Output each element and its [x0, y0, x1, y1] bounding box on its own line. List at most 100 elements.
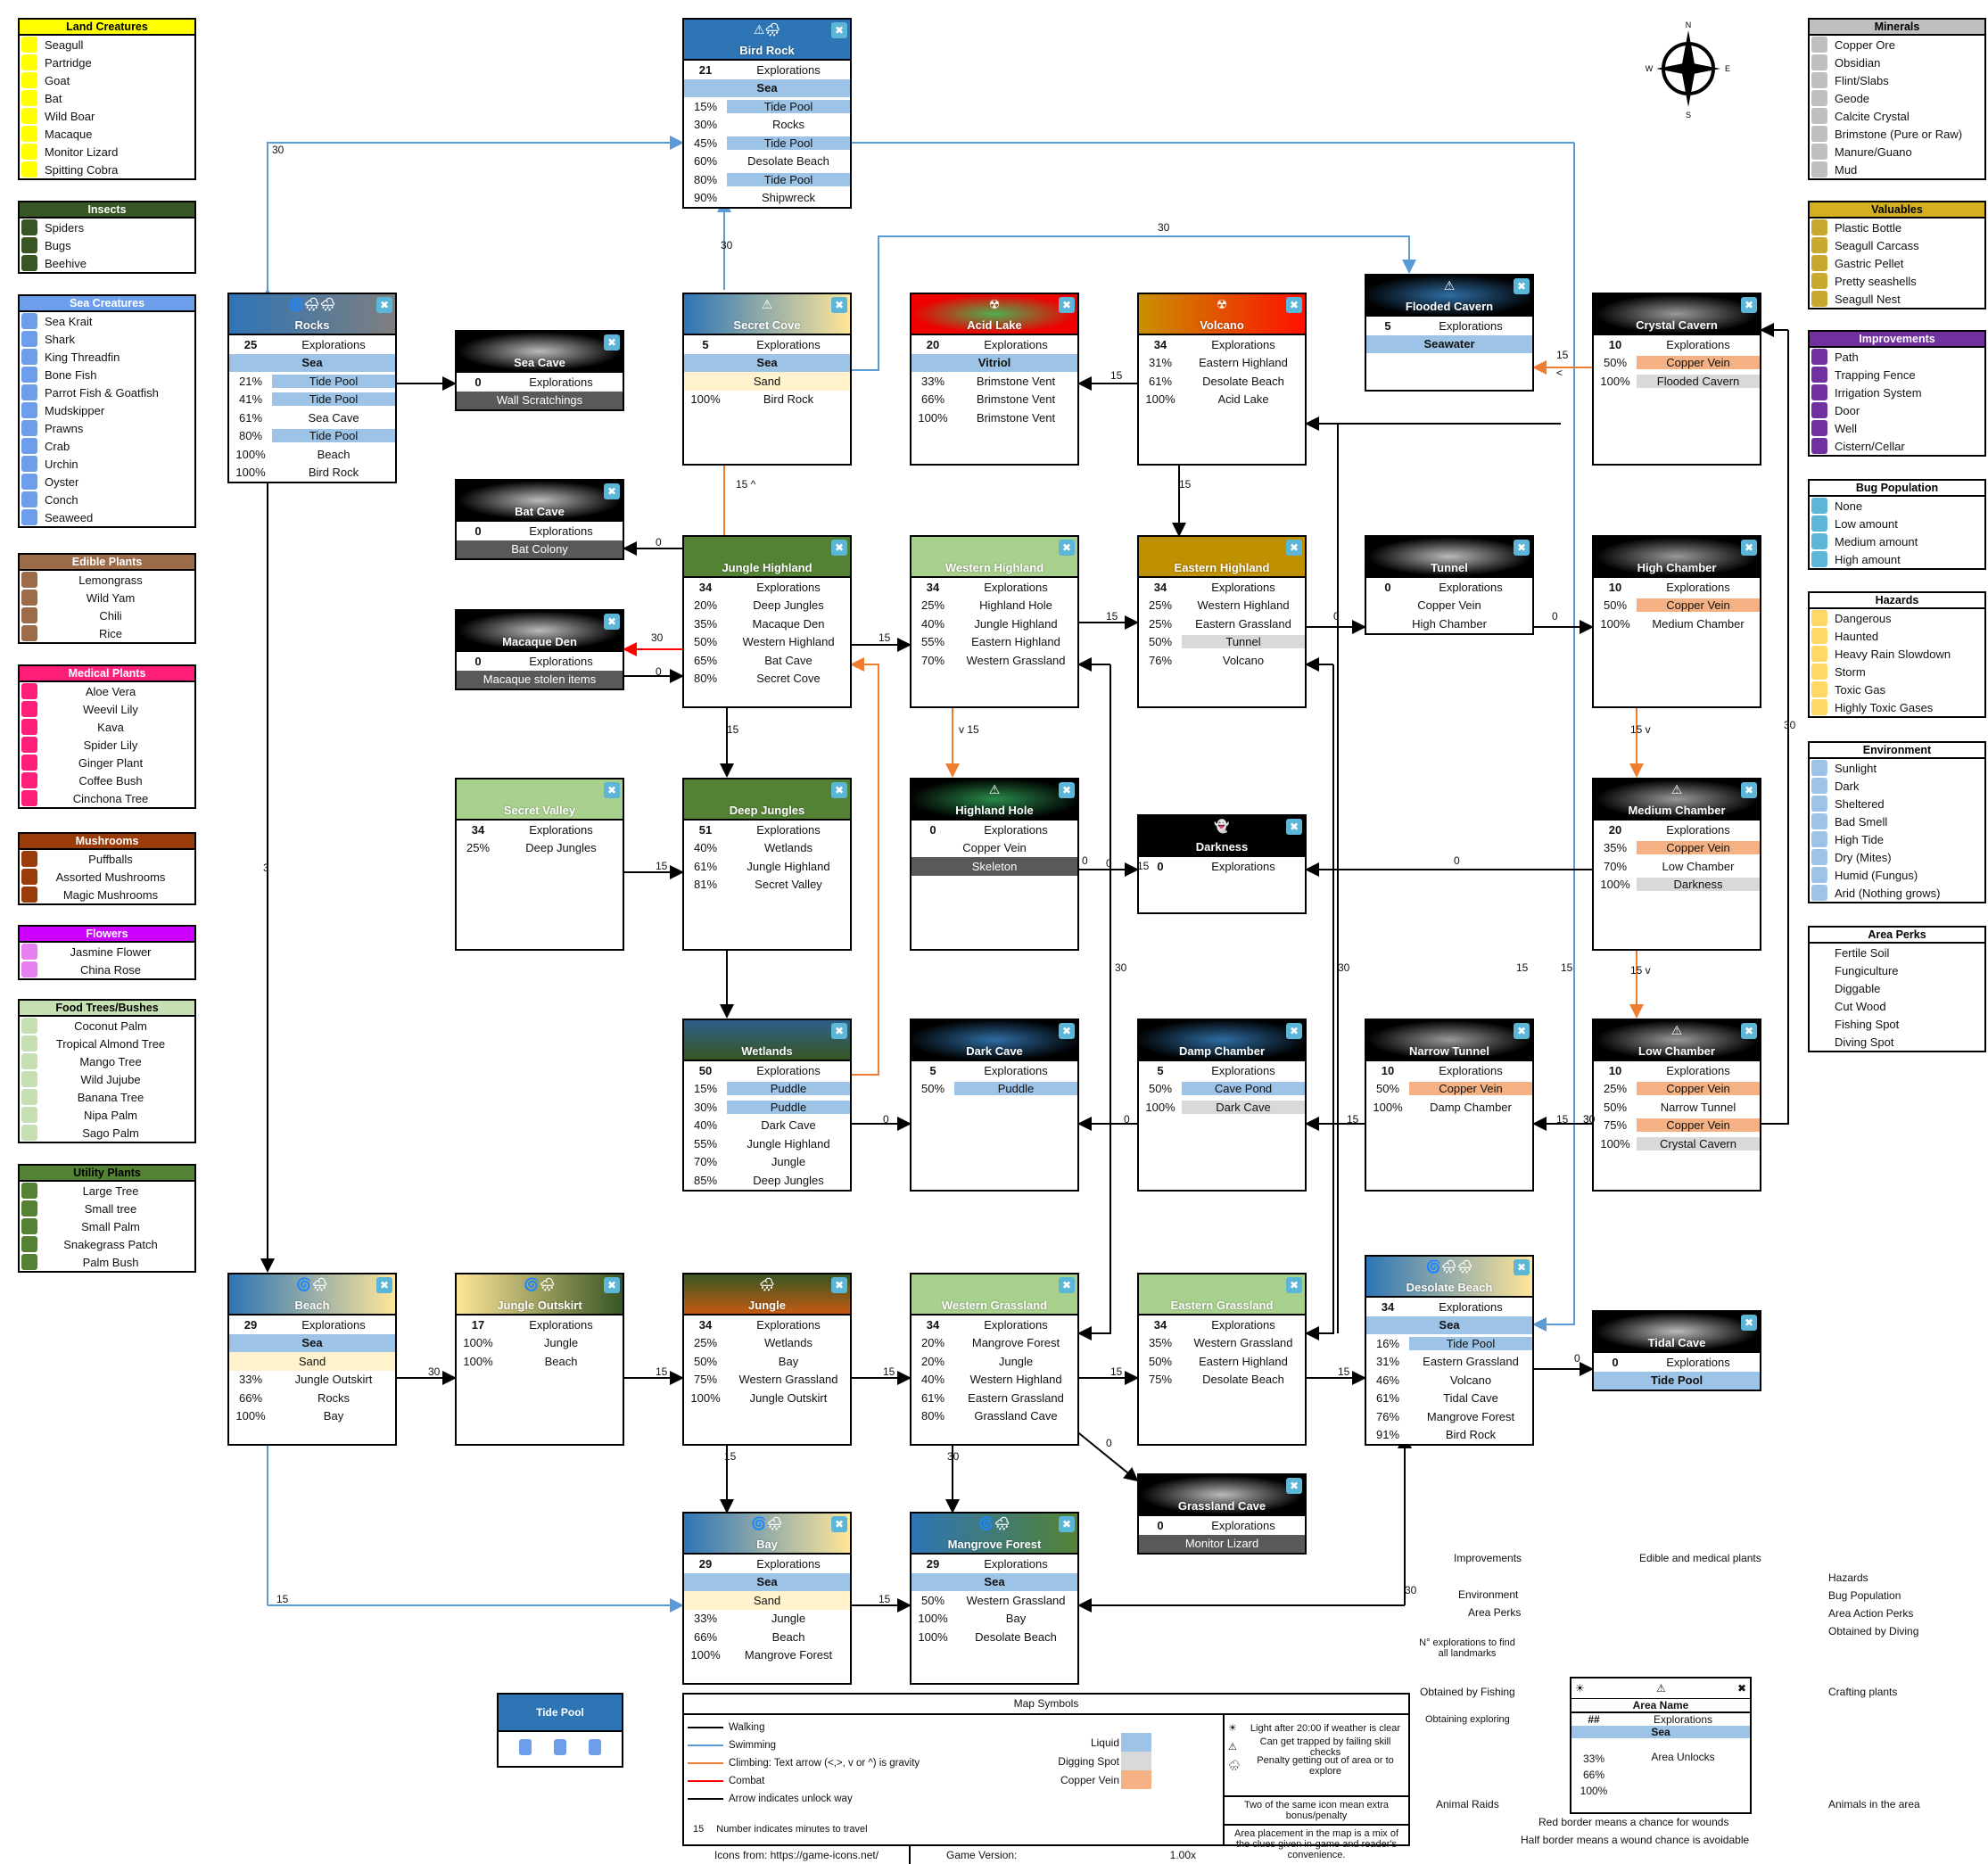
- bug-population-icon: ✖: [1286, 1478, 1302, 1494]
- area-name: Western Grassland: [941, 1299, 1048, 1312]
- small-tree-icon: [21, 1200, 37, 1217]
- bug-population-icon: ✖: [831, 1023, 847, 1039]
- unlock-target: Sea: [984, 1575, 1005, 1589]
- unlock-target: Deep Jungles: [753, 1173, 824, 1187]
- legend-item-label: China Rose: [80, 962, 141, 977]
- unlock-percent: 40%: [693, 841, 718, 855]
- bug-population-icon: ✖: [1514, 1023, 1530, 1039]
- unlock-percent: 100%: [1600, 374, 1630, 388]
- unlock-target: Copper Vein: [1637, 598, 1760, 613]
- explorations-label: Explorations: [1439, 318, 1503, 333]
- swatch-label: Digging Spot: [1058, 1754, 1119, 1768]
- sheltered-icon: [1811, 796, 1827, 812]
- legend-item-label: Chili: [99, 608, 122, 623]
- legend-item-label: Banana Tree: [77, 1090, 144, 1104]
- unlock-row: 70%Western Grassland: [912, 651, 1077, 670]
- area-name: Acid Lake: [967, 318, 1022, 332]
- explorations-label: Explorations: [756, 580, 821, 594]
- legend-item: Dry (Mites): [1810, 848, 1984, 866]
- bug-population-icon: ✖: [1059, 1516, 1075, 1532]
- area-name: Dark Cave: [966, 1044, 1023, 1058]
- unlock-target: Eastern Highland: [1199, 1354, 1288, 1368]
- legend-item: Small tree: [20, 1200, 194, 1217]
- explorations-count: 0: [1384, 580, 1391, 594]
- unlock-row: 30%Rocks: [684, 116, 850, 135]
- unlock-target: Sea: [301, 1336, 323, 1350]
- unlock-target: Secret Valley: [755, 878, 822, 892]
- legend-item-label: King Threadfin: [45, 350, 120, 364]
- unlock-row: 40%Wetlands: [684, 839, 850, 858]
- legend-item-label: Nipa Palm: [84, 1108, 137, 1122]
- legend-item-label: Haunted: [1835, 629, 1879, 643]
- legend-item: Bad Smell: [1810, 812, 1984, 830]
- unlock-percent: 55%: [920, 635, 945, 649]
- unlock-row: Bat Colony: [457, 540, 623, 558]
- travel-time-label: 30: [1338, 961, 1350, 974]
- fungiculture-icon: [1811, 962, 1827, 978]
- unlock-target: Wall Scratchings: [496, 393, 583, 408]
- travel-time-label: 3: [263, 862, 269, 874]
- unlock-target: Sea: [756, 1575, 778, 1589]
- legend-item: Jasmine Flower: [20, 943, 194, 961]
- explorations-label: Explorations: [1211, 337, 1275, 351]
- area-header: ⚠✖Flooded Cavern: [1366, 276, 1532, 315]
- legend-item: Coconut Palm: [20, 1017, 194, 1035]
- bug-population-icon: ✖: [604, 1277, 620, 1293]
- unlock-row: 16%Tide Pool: [1366, 1334, 1532, 1353]
- unlock-row: 100%Bird Rock: [229, 464, 395, 482]
- area-header: 🌀🌧✖Beach: [229, 1274, 395, 1314]
- diggable-icon: [1811, 980, 1827, 996]
- legend-item: Fertile Soil: [1810, 944, 1984, 961]
- unlock-row: 100%Damp Chamber: [1366, 1098, 1532, 1117]
- unlock-percent: 15%: [693, 1082, 718, 1096]
- legend-item: Kava: [20, 718, 194, 736]
- note-text: Penalty getting out of area or to explor…: [1257, 1754, 1394, 1777]
- unlock-percent: 100%: [918, 410, 948, 425]
- legend-item-label: Toxic Gas: [1835, 682, 1886, 697]
